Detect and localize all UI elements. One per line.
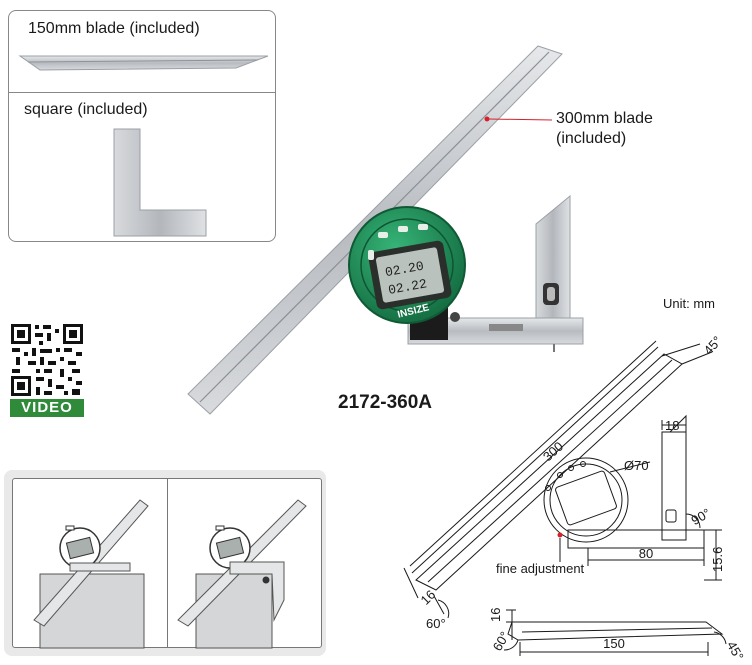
fine-adjustment-marker bbox=[557, 532, 563, 538]
dim-square-angle: 90° bbox=[689, 505, 714, 528]
dim-dial-diameter: Ø70 bbox=[624, 458, 649, 473]
blade150-image bbox=[18, 55, 269, 71]
model-number: 2172-360A bbox=[338, 392, 433, 413]
dim-small-blade-length: 150 bbox=[603, 636, 625, 651]
usage-scenario-1 bbox=[33, 499, 149, 649]
square-label: square (included) bbox=[24, 101, 148, 118]
technical-drawing bbox=[403, 340, 727, 656]
dim-angle-top: 45° bbox=[701, 333, 725, 358]
digital-dial: 02.20 02.22 INSIZE bbox=[348, 206, 466, 340]
dim-square-width: 18 bbox=[665, 418, 679, 433]
blade300-marker bbox=[484, 116, 490, 122]
blade300-leader bbox=[488, 118, 553, 121]
dim-base-height: 15.6 bbox=[710, 547, 725, 572]
dim-small-blade-width: 16 bbox=[488, 608, 503, 622]
display-reading-bottom: 02.22 bbox=[387, 276, 428, 298]
dim-blade-angle: 60° bbox=[426, 616, 446, 631]
usage-divider bbox=[167, 478, 168, 648]
usage-scenario-2 bbox=[177, 499, 307, 649]
dim-small-blade-angle-right: 45° bbox=[724, 639, 747, 664]
video-tag[interactable]: VIDEO bbox=[10, 399, 84, 417]
qr-code-icon bbox=[10, 323, 84, 399]
base-arm bbox=[407, 194, 584, 352]
fine-adjustment-label: fine adjustment bbox=[496, 561, 585, 576]
square-image bbox=[113, 128, 207, 237]
blade300-label-line1: 300mm blade bbox=[556, 110, 653, 127]
blade150-label: 150mm blade (included) bbox=[28, 20, 200, 37]
unit-label: Unit: mm bbox=[663, 296, 715, 311]
dim-base-length: 80 bbox=[639, 546, 653, 561]
display-reading-top: 02.20 bbox=[384, 259, 425, 281]
blade300-label-line2: (included) bbox=[556, 130, 627, 147]
accessory-panel bbox=[8, 10, 276, 242]
qr-code[interactable] bbox=[10, 323, 84, 417]
accessory-divider bbox=[8, 92, 276, 93]
